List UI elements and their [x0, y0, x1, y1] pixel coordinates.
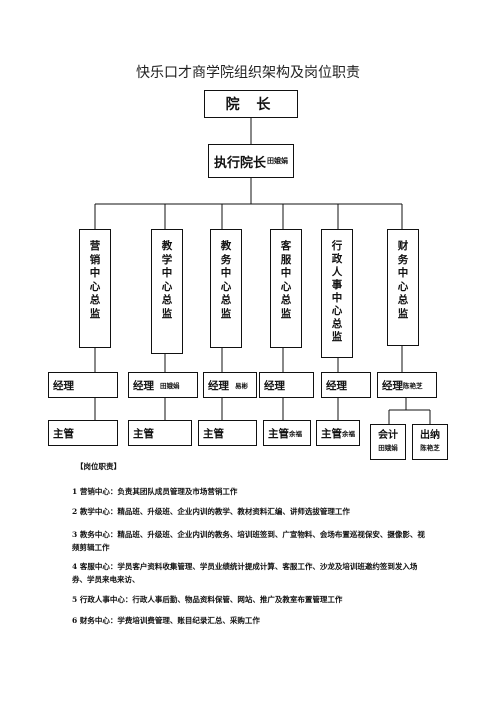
director-char: 心 — [331, 305, 343, 317]
cashier-box: 出纳 陈艳芝 — [412, 424, 448, 460]
manager-label: 经理 — [53, 379, 74, 392]
manager-name: 陈艳芝 — [403, 382, 423, 390]
director-char: 人 — [331, 266, 343, 278]
director-char: 心 — [397, 280, 409, 293]
manager-box: 经理 — [321, 372, 371, 398]
executive-label: 执行院长 — [213, 155, 266, 171]
director-char: 营 — [89, 240, 101, 252]
director-char: 学 — [161, 253, 173, 266]
director-char: 监 — [220, 307, 232, 320]
supervisor-box: 主管 — [198, 420, 257, 446]
director-char: 总 — [220, 294, 232, 306]
director-char: 心 — [89, 280, 101, 293]
director-char: 教 — [220, 240, 232, 252]
accountant-box: 会计 田娥娟 — [370, 424, 406, 460]
director-char: 心 — [280, 280, 292, 293]
director-char: 务 — [397, 253, 409, 266]
director-customer-service: 客 服 中 心 总 监 — [270, 229, 302, 348]
responsibility-item: 6 财务中心：学费培训费管理、账目纪录汇总、采购工作 — [72, 616, 260, 625]
director-char: 销 — [89, 253, 101, 266]
manager-label: 经理 — [133, 379, 154, 392]
manager-name: 易彬 — [235, 382, 248, 390]
manager-label: 经理 — [382, 379, 403, 392]
director-char: 中 — [397, 267, 409, 279]
manager-label: 经理 — [264, 379, 285, 392]
supervisor-box: 主管余福 — [263, 420, 311, 446]
director-char: 监 — [331, 331, 343, 343]
director-char: 心 — [161, 280, 173, 293]
director-finance: 财 务 中 心 总 监 — [387, 229, 419, 346]
supervisor-box: 主管 — [48, 420, 118, 446]
director-char: 中 — [331, 292, 343, 304]
manager-box: 经理陈艳芝 — [377, 372, 437, 398]
responsibility-item: 3 教务中心：精品班、升级班、企业内训的教务、培训班签到、广宣物料、会场布置巡视… — [72, 530, 425, 552]
supervisor-box: 主管 — [128, 420, 192, 446]
manager-box: 经理 — [48, 372, 118, 398]
director-char: 政 — [331, 253, 343, 265]
director-char: 中 — [161, 267, 173, 279]
accountant-name: 田娥娟 — [378, 444, 398, 452]
supervisor-name: 余福 — [342, 430, 355, 438]
responsibility-item: 2 教学中心：精品班、升级班、企业内训的教学、教材资料汇编、讲师选拔管理工作 — [72, 507, 350, 516]
director-academic-affairs: 教 务 中 心 总 监 — [210, 229, 242, 348]
director-char: 总 — [280, 294, 292, 306]
supervisor-label: 主管 — [133, 427, 154, 440]
supervisor-label: 主管 — [203, 427, 224, 440]
manager-name: 田娥娟 — [160, 382, 180, 390]
director-char: 心 — [220, 280, 232, 293]
director-char: 财 — [397, 240, 409, 252]
director-char: 总 — [397, 294, 409, 306]
president-box: 院 长 — [204, 90, 298, 118]
director-teaching: 教 学 中 心 总 监 — [151, 229, 183, 354]
page-title: 快乐口才商学院组织架构及岗位职责 — [136, 65, 360, 81]
cashier-name: 陈艳芝 — [420, 444, 440, 452]
director-char: 总 — [89, 294, 101, 306]
responsibilities-heading: 【岗位职责】 — [76, 462, 121, 471]
cashier-label: 出纳 — [420, 430, 440, 441]
manager-box: 经理田娥娟 — [128, 372, 198, 398]
director-char: 监 — [89, 307, 101, 320]
director-char: 教 — [161, 240, 173, 252]
director-char: 事 — [331, 279, 343, 291]
manager-box: 经理 — [259, 372, 314, 398]
director-char: 服 — [280, 253, 292, 266]
director-marketing: 营 销 中 心 总 监 — [79, 229, 111, 348]
supervisor-box: 主管余福 — [316, 420, 360, 446]
director-admin-hr: 行 政 人 事 中 心 总 监 — [321, 229, 353, 358]
responsibility-item: 1 营销中心：负责其团队成员管理及市场营销工作 — [72, 487, 238, 496]
director-char: 监 — [161, 307, 173, 320]
supervisor-label: 主管 — [321, 427, 342, 440]
responsibility-item: 5 行政人事中心：行政人事后勤、物品资料保管、网站、推广及教室布置管理工作 — [72, 595, 343, 604]
manager-label: 经理 — [326, 379, 347, 392]
supervisor-name: 余福 — [289, 430, 302, 438]
accountant-label: 会计 — [378, 430, 398, 441]
director-char: 总 — [161, 294, 173, 306]
director-char: 客 — [280, 240, 292, 252]
director-char: 中 — [220, 267, 232, 279]
director-char: 中 — [89, 267, 101, 279]
executive-name: 田娥娟 — [267, 156, 288, 165]
executive-president-box: 执行院长田娥娟 — [208, 144, 294, 178]
director-char: 监 — [280, 307, 292, 320]
director-char: 中 — [280, 267, 292, 279]
director-char: 务 — [220, 253, 232, 266]
responsibility-item: 4 客服中心：学员客户资料收集管理、学员业绩统计提成计算、客服工作、沙龙及培训班… — [72, 562, 418, 584]
director-char: 监 — [397, 307, 409, 320]
manager-label: 经理 — [208, 379, 229, 392]
director-char: 行 — [331, 240, 343, 252]
manager-box: 经理易彬 — [203, 372, 257, 398]
supervisor-label: 主管 — [53, 427, 74, 440]
supervisor-label: 主管 — [268, 427, 289, 440]
director-char: 总 — [331, 318, 343, 330]
